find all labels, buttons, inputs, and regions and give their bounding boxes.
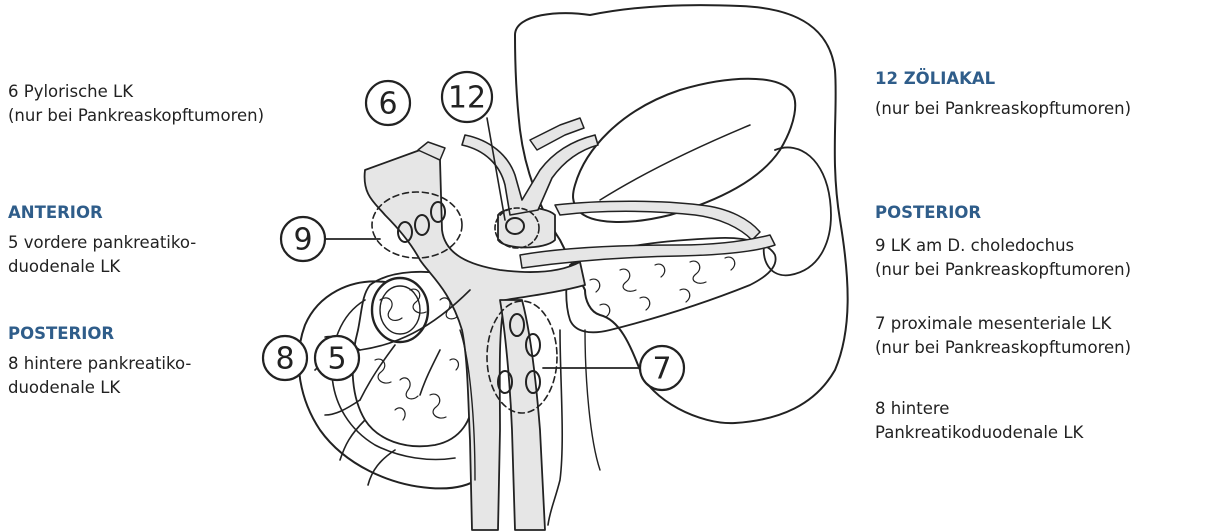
marker-12-label: 12: [448, 81, 486, 116]
stomach-inner-fold: [573, 79, 795, 222]
spleen-outline: [764, 147, 831, 275]
duodenum-outline: [299, 281, 480, 488]
marker-7-label: 7: [652, 352, 671, 387]
marker-8-label: 8: [275, 342, 294, 377]
mesenteric-artery: [500, 300, 545, 530]
marker-9-label: 9: [293, 223, 312, 258]
marker-5-label: 5: [327, 342, 346, 377]
marker-6-label: 6: [378, 87, 397, 122]
